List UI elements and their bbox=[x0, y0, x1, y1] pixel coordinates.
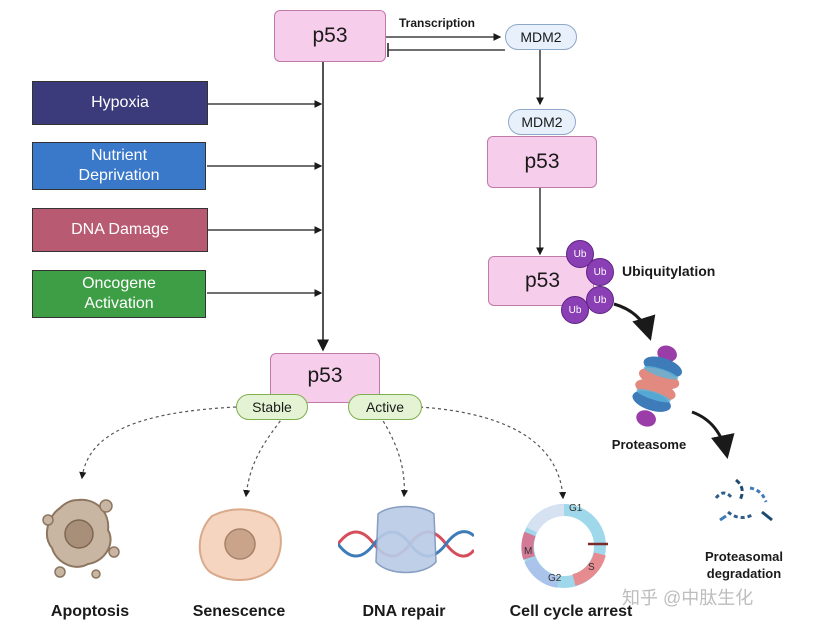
stressor-hypoxia: Hypoxia bbox=[32, 81, 208, 125]
apoptosis-dotted-arrow bbox=[79, 406, 237, 480]
ubiquitin-icon: Ub bbox=[561, 296, 589, 324]
ubiquitin-icon: Ub bbox=[586, 286, 614, 314]
stressor-nutrient-deprivation: Nutrient Deprivation bbox=[32, 142, 206, 190]
apoptotic-cell-icon bbox=[42, 498, 120, 579]
ubiquitin-icon: Ub bbox=[566, 240, 594, 268]
phase-m: M bbox=[524, 546, 533, 557]
mdm2-pill-top: MDM2 bbox=[505, 24, 577, 50]
ubiquitylation-label: Ubiquitylation bbox=[622, 263, 716, 279]
transcription-label: Transcription bbox=[399, 16, 476, 30]
degradation-line2: degradation bbox=[706, 566, 782, 581]
watermark-text: 知乎 @中肽生化 bbox=[622, 588, 754, 608]
proteasomal-degradation-label: Proteasomal degradation bbox=[690, 548, 798, 582]
ubiquitin-icon: Ub bbox=[586, 258, 614, 286]
dna-repair-icon bbox=[338, 505, 474, 574]
stable-pill: Stable bbox=[236, 394, 308, 420]
to-proteasome-arrow bbox=[613, 302, 656, 341]
degraded-peptides-icon bbox=[714, 478, 773, 522]
dna-repair-label: DNA repair bbox=[362, 603, 446, 620]
phase-g2: G2 bbox=[548, 573, 562, 584]
dna-repair-dotted-arrow bbox=[379, 415, 409, 498]
proteasome-icon bbox=[632, 345, 683, 427]
cell-cycle-icon bbox=[521, 504, 608, 588]
stressor-oncogene-activation: Oncogene Activation bbox=[32, 270, 206, 318]
active-pill: Active bbox=[348, 394, 422, 420]
degradation-line1: Proteasomal bbox=[704, 549, 784, 564]
cell-cycle-dotted-arrow bbox=[419, 406, 567, 500]
senescence-label: Senescence bbox=[192, 603, 286, 620]
complex-p53-box: p53 bbox=[487, 136, 597, 188]
senescence-dotted-arrow bbox=[243, 415, 285, 498]
senescent-cell-icon bbox=[198, 508, 282, 581]
mdm2-pill-complex: MDM2 bbox=[508, 109, 576, 135]
apoptosis-label: Apoptosis bbox=[50, 603, 130, 620]
to-degradation-arrow bbox=[691, 410, 735, 459]
phase-s: S bbox=[588, 562, 595, 573]
top-p53-box: p53 bbox=[274, 10, 386, 62]
stressor-dna-damage: DNA Damage bbox=[32, 208, 208, 252]
phase-g1: G1 bbox=[569, 503, 583, 514]
cell-cycle-arrest-label: Cell cycle arrest bbox=[509, 603, 633, 620]
proteasome-label: Proteasome bbox=[611, 437, 687, 452]
